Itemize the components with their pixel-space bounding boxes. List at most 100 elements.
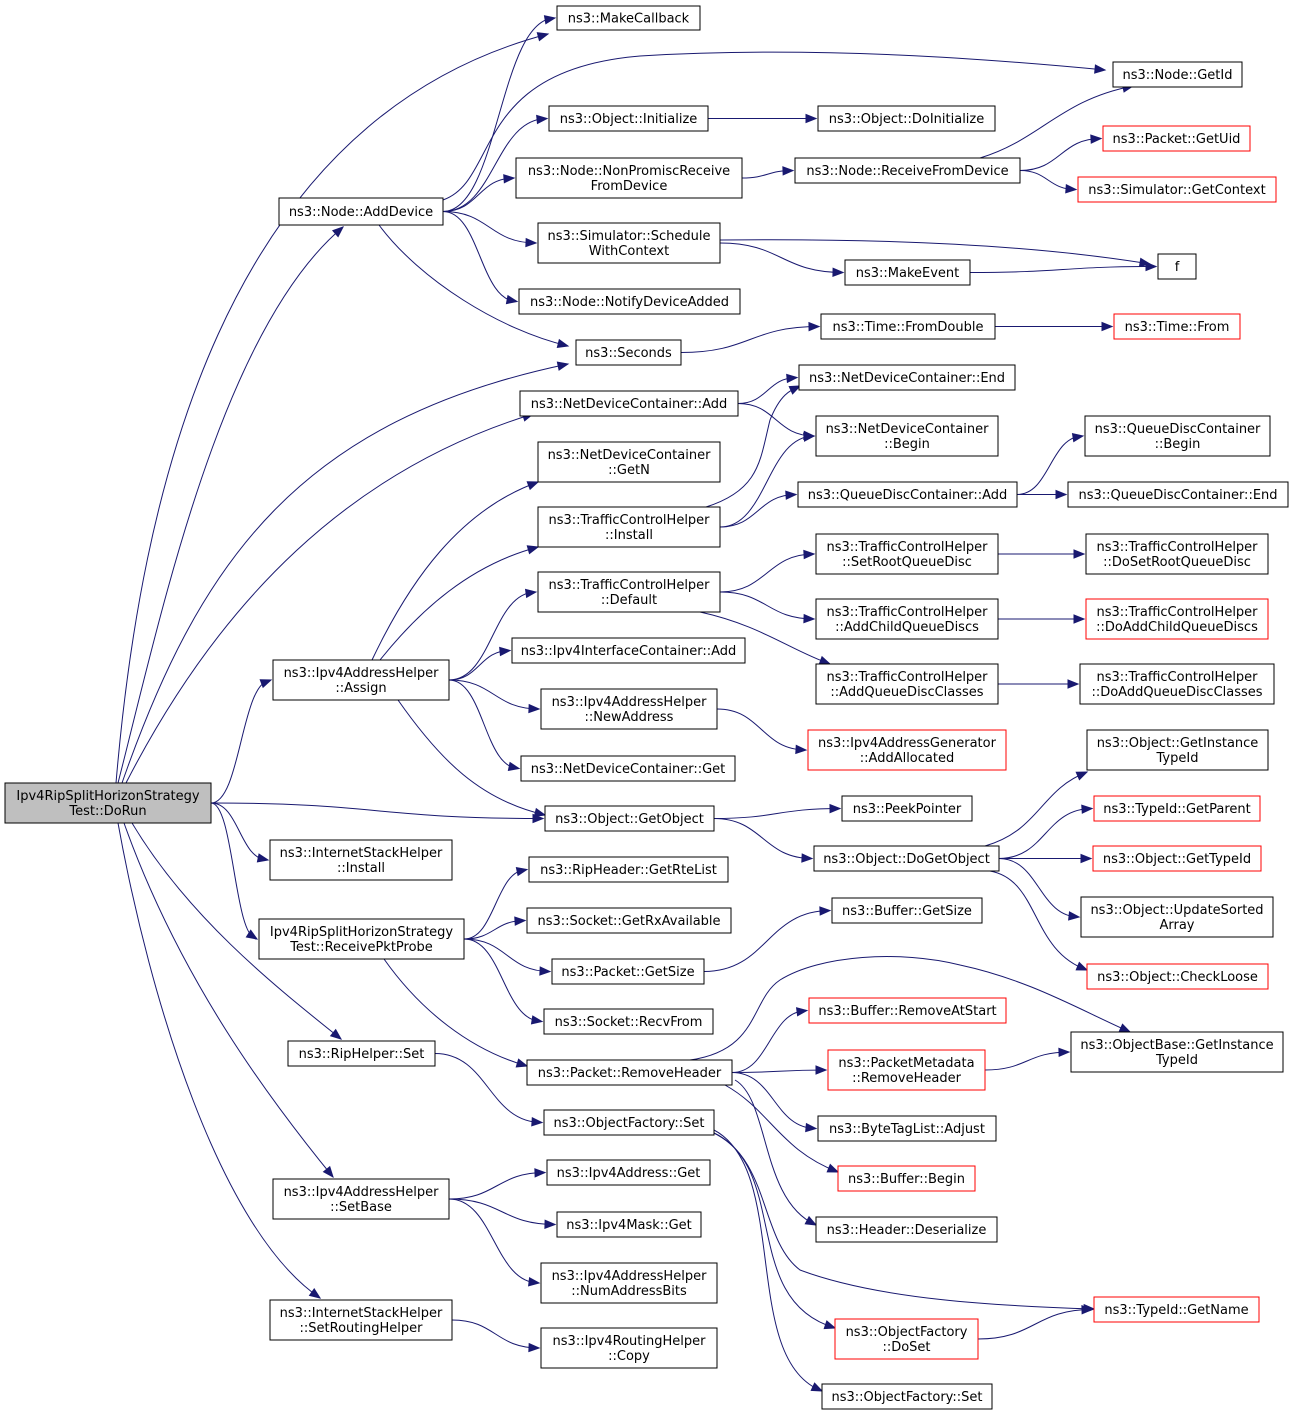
node-tchdoaddclasses[interactable]: ns3::TrafficControlHelper::DoAddQueueDis…	[1079, 663, 1275, 705]
node-ripgetrtelist-box	[528, 856, 729, 883]
node-timefrom[interactable]: ns3::Time::From	[1113, 313, 1241, 340]
node-objfactoryset1[interactable]: ns3::ObjectFactory::Set	[543, 1109, 715, 1136]
node-ndcget[interactable]: ns3::NetDeviceContainer::Get	[520, 755, 736, 782]
node-tchinstall[interactable]: ns3::TrafficControlHelper::Install	[537, 506, 721, 548]
node-packetgetuid[interactable]: ns3::Packet::GetUid	[1102, 125, 1251, 152]
node-objdogetobject[interactable]: ns3::Object::DoGetObject	[813, 845, 1000, 872]
node-riphelperset[interactable]: ns3::RipHelper::Set	[287, 1040, 436, 1067]
node-ndcend-label-line-0: ns3::NetDeviceContainer::End	[809, 371, 1005, 386]
node-tchsetroot[interactable]: ns3::TrafficControlHelper::SetRootQueueD…	[815, 533, 999, 575]
node-ndcadd[interactable]: ns3::NetDeviceContainer::Add	[519, 390, 739, 417]
node-root-label-line-0: Ipv4RipSplitHorizonStrategy	[16, 789, 199, 804]
node-iicadd-label-line-0: ns3::Ipv4InterfaceContainer::Add	[521, 644, 737, 659]
node-objfactorydoset[interactable]: ns3::ObjectFactory::DoSet	[834, 1318, 979, 1360]
node-simgetcontext-box	[1077, 176, 1277, 203]
node-qdcadd[interactable]: ns3::QueueDiscContainer::Add	[797, 481, 1018, 508]
node-objfactoryset1-label-line-0: ns3::ObjectFactory::Set	[553, 1116, 704, 1131]
node-schedulewithcontext-label-line-1: WithContext	[589, 244, 669, 259]
edge-root-to-ndcadd	[125, 412, 535, 784]
node-ishsetrouting-label-line-0: ns3::InternetStackHelper	[280, 1306, 443, 1321]
node-objfactoryset2[interactable]: ns3::ObjectFactory::Set	[821, 1383, 993, 1410]
node-ndcbegin[interactable]: ns3::NetDeviceContainer::Begin	[815, 415, 999, 457]
node-schedulewithcontext-label-line-0: ns3::Simulator::Schedule	[547, 229, 710, 244]
node-makecallback[interactable]: ns3::MakeCallback	[556, 5, 701, 31]
node-tchaddclasses-label-line-1: ::AddQueueDiscClasses	[830, 685, 983, 700]
node-objdoinitialize[interactable]: ns3::Object::DoInitialize	[817, 105, 996, 132]
node-peekpointer[interactable]: ns3::PeekPointer	[841, 795, 973, 822]
node-tchdosetroot-label-line-0: ns3::TrafficControlHelper	[1096, 540, 1258, 555]
node-iicadd[interactable]: ns3::Ipv4InterfaceContainer::Add	[511, 637, 746, 664]
node-ipv4assign[interactable]: ns3::Ipv4AddressHelper::Assign	[272, 659, 450, 701]
node-seconds[interactable]: ns3::Seconds	[575, 339, 682, 366]
node-ipv4addressget[interactable]: ns3::Ipv4Address::Get	[546, 1159, 711, 1186]
node-nodegetid[interactable]: ns3::Node::GetId	[1112, 61, 1243, 88]
node-qdcbegin[interactable]: ns3::QueueDiscContainer::Begin	[1084, 415, 1271, 457]
node-nodeadddevice[interactable]: ns3::Node::AddDevice	[278, 197, 444, 226]
node-ishinstall-label-line-1: ::Install	[337, 861, 385, 876]
node-ndcend[interactable]: ns3::NetDeviceContainer::End	[798, 364, 1016, 391]
node-ishsetrouting-label-line-1: ::SetRoutingHelper	[300, 1321, 424, 1336]
node-numaddressbits[interactable]: ns3::Ipv4AddressHelper::NumAddressBits	[540, 1262, 718, 1304]
node-socketrecvfrom[interactable]: ns3::Socket::RecvFrom	[543, 1008, 714, 1035]
node-pktmetaremoveheader[interactable]: ns3::PacketMetadata::RemoveHeader	[827, 1049, 986, 1091]
node-ipv4maskget[interactable]: ns3::Ipv4Mask::Get	[556, 1211, 702, 1238]
node-headerdeserialize-label-line-0: ns3::Header::Deserialize	[827, 1223, 987, 1238]
node-tchaddclasses[interactable]: ns3::TrafficControlHelper::AddQueueDiscC…	[815, 663, 999, 705]
node-makeevent[interactable]: ns3::MakeEvent	[844, 259, 971, 286]
node-typeidgetname[interactable]: ns3::TypeId::GetName	[1093, 1296, 1260, 1323]
node-ishsetrouting[interactable]: ns3::InternetStackHelper::SetRoutingHelp…	[269, 1299, 453, 1341]
node-bufferremoveatstart[interactable]: ns3::Buffer::RemoveAtStart	[808, 997, 1007, 1024]
edge-ipv4assign-to-tchdefault	[448, 588, 538, 681]
node-objgetobject-box	[544, 805, 715, 832]
node-ipv4routingcopy[interactable]: ns3::Ipv4RoutingHelper::Copy	[540, 1327, 718, 1369]
node-objgetobject[interactable]: ns3::Object::GetObject	[544, 805, 715, 832]
node-tchdosetroot[interactable]: ns3::TrafficControlHelper::DoSetRootQueu…	[1085, 533, 1269, 575]
node-ndcgetn[interactable]: ns3::NetDeviceContainer::GetN	[537, 441, 721, 483]
node-notifydeviceadded[interactable]: ns3::Node::NotifyDeviceAdded	[518, 288, 741, 315]
node-tchdoaddchild[interactable]: ns3::TrafficControlHelper::DoAddChildQue…	[1085, 598, 1269, 640]
node-ishinstall[interactable]: ns3::InternetStackHelper::Install	[269, 839, 453, 881]
node-buffergetsize-label-line-0: ns3::Buffer::GetSize	[842, 904, 972, 919]
node-typeidgetparent[interactable]: ns3::TypeId::GetParent	[1093, 795, 1261, 822]
node-tchdefault[interactable]: ns3::TrafficControlHelper::Default	[537, 571, 721, 613]
node-peekpointer-box	[841, 795, 973, 822]
edge-ipv4newaddress-to-addallocated	[716, 708, 808, 755]
node-f[interactable]: f	[1157, 253, 1197, 280]
node-ipv4newaddress[interactable]: ns3::Ipv4AddressHelper::NewAddress	[540, 688, 718, 730]
node-headerdeserialize[interactable]: ns3::Header::Deserialize	[815, 1216, 998, 1243]
node-objgettypeid[interactable]: ns3::Object::GetTypeId	[1092, 845, 1262, 872]
node-objdoinitialize-box	[817, 105, 996, 132]
node-bufferbegin[interactable]: ns3::Buffer::Begin	[837, 1165, 976, 1192]
node-packetgetsize[interactable]: ns3::Packet::GetSize	[551, 958, 705, 985]
node-timefromdouble[interactable]: ns3::Time::FromDouble	[820, 313, 996, 340]
node-packetgetsize-label-line-0: ns3::Packet::GetSize	[561, 965, 694, 980]
node-simgetcontext[interactable]: ns3::Simulator::GetContext	[1077, 176, 1277, 203]
node-receivefromdevice[interactable]: ns3::Node::ReceiveFromDevice	[794, 157, 1021, 184]
edge-ishsetrouting-to-ipv4routingcopy	[451, 1319, 541, 1353]
edge-nodeadddevice-to-nodegetid	[442, 51, 1107, 201]
node-tchaddchild[interactable]: ns3::TrafficControlHelper::AddChildQueue…	[815, 598, 999, 640]
node-tchinstall-label-line-1: ::Install	[605, 528, 653, 543]
node-objinitialize[interactable]: ns3::Object::Initialize	[548, 105, 709, 132]
edge-packetremoveheader-to-headerdeserialize	[734, 1079, 818, 1226]
node-objcheckloose[interactable]: ns3::Object::CheckLoose	[1086, 963, 1269, 990]
node-packetremoveheader[interactable]: ns3::Packet::RemoveHeader	[526, 1059, 733, 1086]
node-addallocated[interactable]: ns3::Ipv4AddressGenerator::AddAllocated	[807, 729, 1007, 771]
edge-riphelperset-to-objfactoryset1	[434, 1053, 544, 1127]
node-ipv4setbase[interactable]: ns3::Ipv4AddressHelper::SetBase	[272, 1178, 450, 1220]
edge-qdcadd-to-qdcend	[1017, 489, 1068, 500]
node-socketgetrx[interactable]: ns3::Socket::GetRxAvailable	[526, 907, 732, 934]
edge-packetgetsize-to-buffergetsize	[703, 906, 832, 972]
node-bytetaglistadjust[interactable]: ns3::ByteTagList::Adjust	[817, 1115, 997, 1142]
node-ishinstall-label-line-0: ns3::InternetStackHelper	[280, 846, 443, 861]
node-ripgetrtelist[interactable]: ns3::RipHeader::GetRteList	[528, 856, 729, 883]
node-buffergetsize[interactable]: ns3::Buffer::GetSize	[831, 897, 983, 924]
node-qdcend[interactable]: ns3::QueueDiscContainer::End	[1067, 481, 1289, 508]
node-receivepktprobe[interactable]: Ipv4RipSplitHorizonStrategyTest::Receive…	[258, 918, 465, 960]
edge-tchdefault-to-tchsetroot	[719, 549, 816, 593]
